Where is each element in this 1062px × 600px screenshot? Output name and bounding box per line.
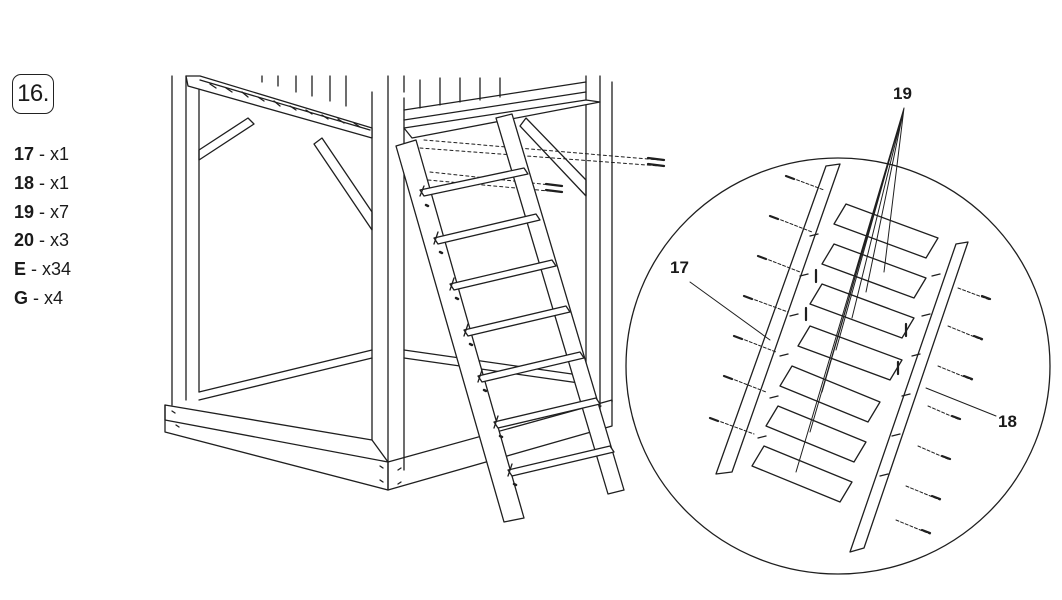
part-separator: - (34, 230, 51, 251)
callout-19: 19 (893, 84, 912, 103)
part-id: 19 (14, 201, 35, 222)
part-separator: - (26, 259, 43, 280)
step-number: 16. (12, 74, 54, 114)
part-separator: - (28, 287, 45, 308)
ladder-screw-holes (424, 203, 518, 487)
part-row: 19 - x7 (14, 198, 71, 227)
callout-18: 18 (998, 412, 1017, 431)
bolt-guide-lines (419, 139, 661, 193)
part-row: 20 - x3 (14, 226, 71, 255)
callout-17: 17 (670, 258, 689, 277)
detail-view (625, 157, 1051, 575)
part-separator: - (34, 144, 51, 164)
part-quantity: x7 (50, 201, 70, 222)
detail-screw-heads (708, 174, 992, 535)
part-row: E - x34 (14, 255, 71, 284)
leader-lines (689, 107, 997, 473)
part-quantity: x3 (50, 230, 70, 251)
part-id: 17 (14, 144, 35, 164)
part-id: 18 (14, 172, 35, 193)
part-separator: - (34, 172, 51, 193)
part-quantity: x1 (50, 144, 70, 164)
part-id: 20 (14, 230, 35, 251)
bolts (544, 156, 666, 194)
part-separator: - (34, 201, 51, 222)
part-row: 18 - x1 (14, 169, 71, 198)
part-quantity: x4 (44, 287, 64, 308)
part-id: G (14, 287, 29, 308)
ladder (395, 113, 625, 523)
detail-screws (715, 177, 991, 535)
part-row: 17 - x1 (14, 140, 71, 169)
parts-list: 17 - x1 18 - x1 19 - x7 20 - x3 E - x34 … (14, 140, 71, 313)
part-id: E (14, 259, 27, 280)
part-row: G - x4 (14, 284, 71, 313)
part-quantity: x34 (42, 259, 72, 280)
part-quantity: x1 (50, 172, 70, 193)
